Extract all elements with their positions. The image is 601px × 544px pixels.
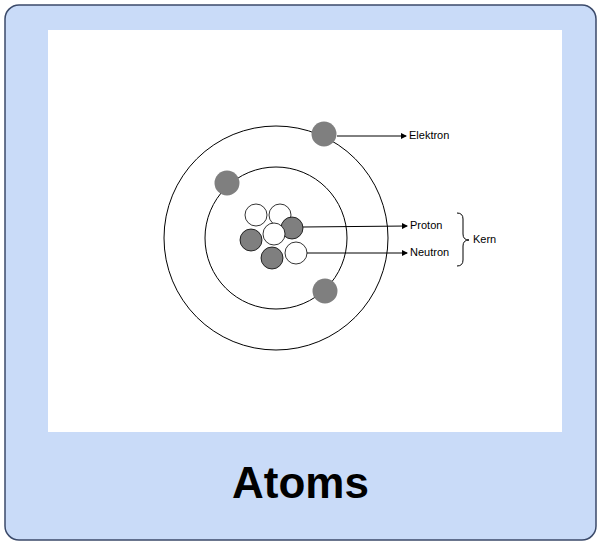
outer-shell <box>164 126 388 350</box>
electrons <box>215 122 338 304</box>
electron-label: Elektron <box>409 129 449 142</box>
leader-lines <box>303 136 407 253</box>
brace <box>457 213 469 266</box>
card-title: Atoms <box>0 459 601 507</box>
neutron-label: Neutron <box>410 246 449 259</box>
inner-shell <box>205 167 347 309</box>
nucleus <box>240 204 307 269</box>
image-area <box>48 30 562 432</box>
nucleus-label: Kern <box>473 233 496 246</box>
proton-label: Proton <box>410 219 442 232</box>
